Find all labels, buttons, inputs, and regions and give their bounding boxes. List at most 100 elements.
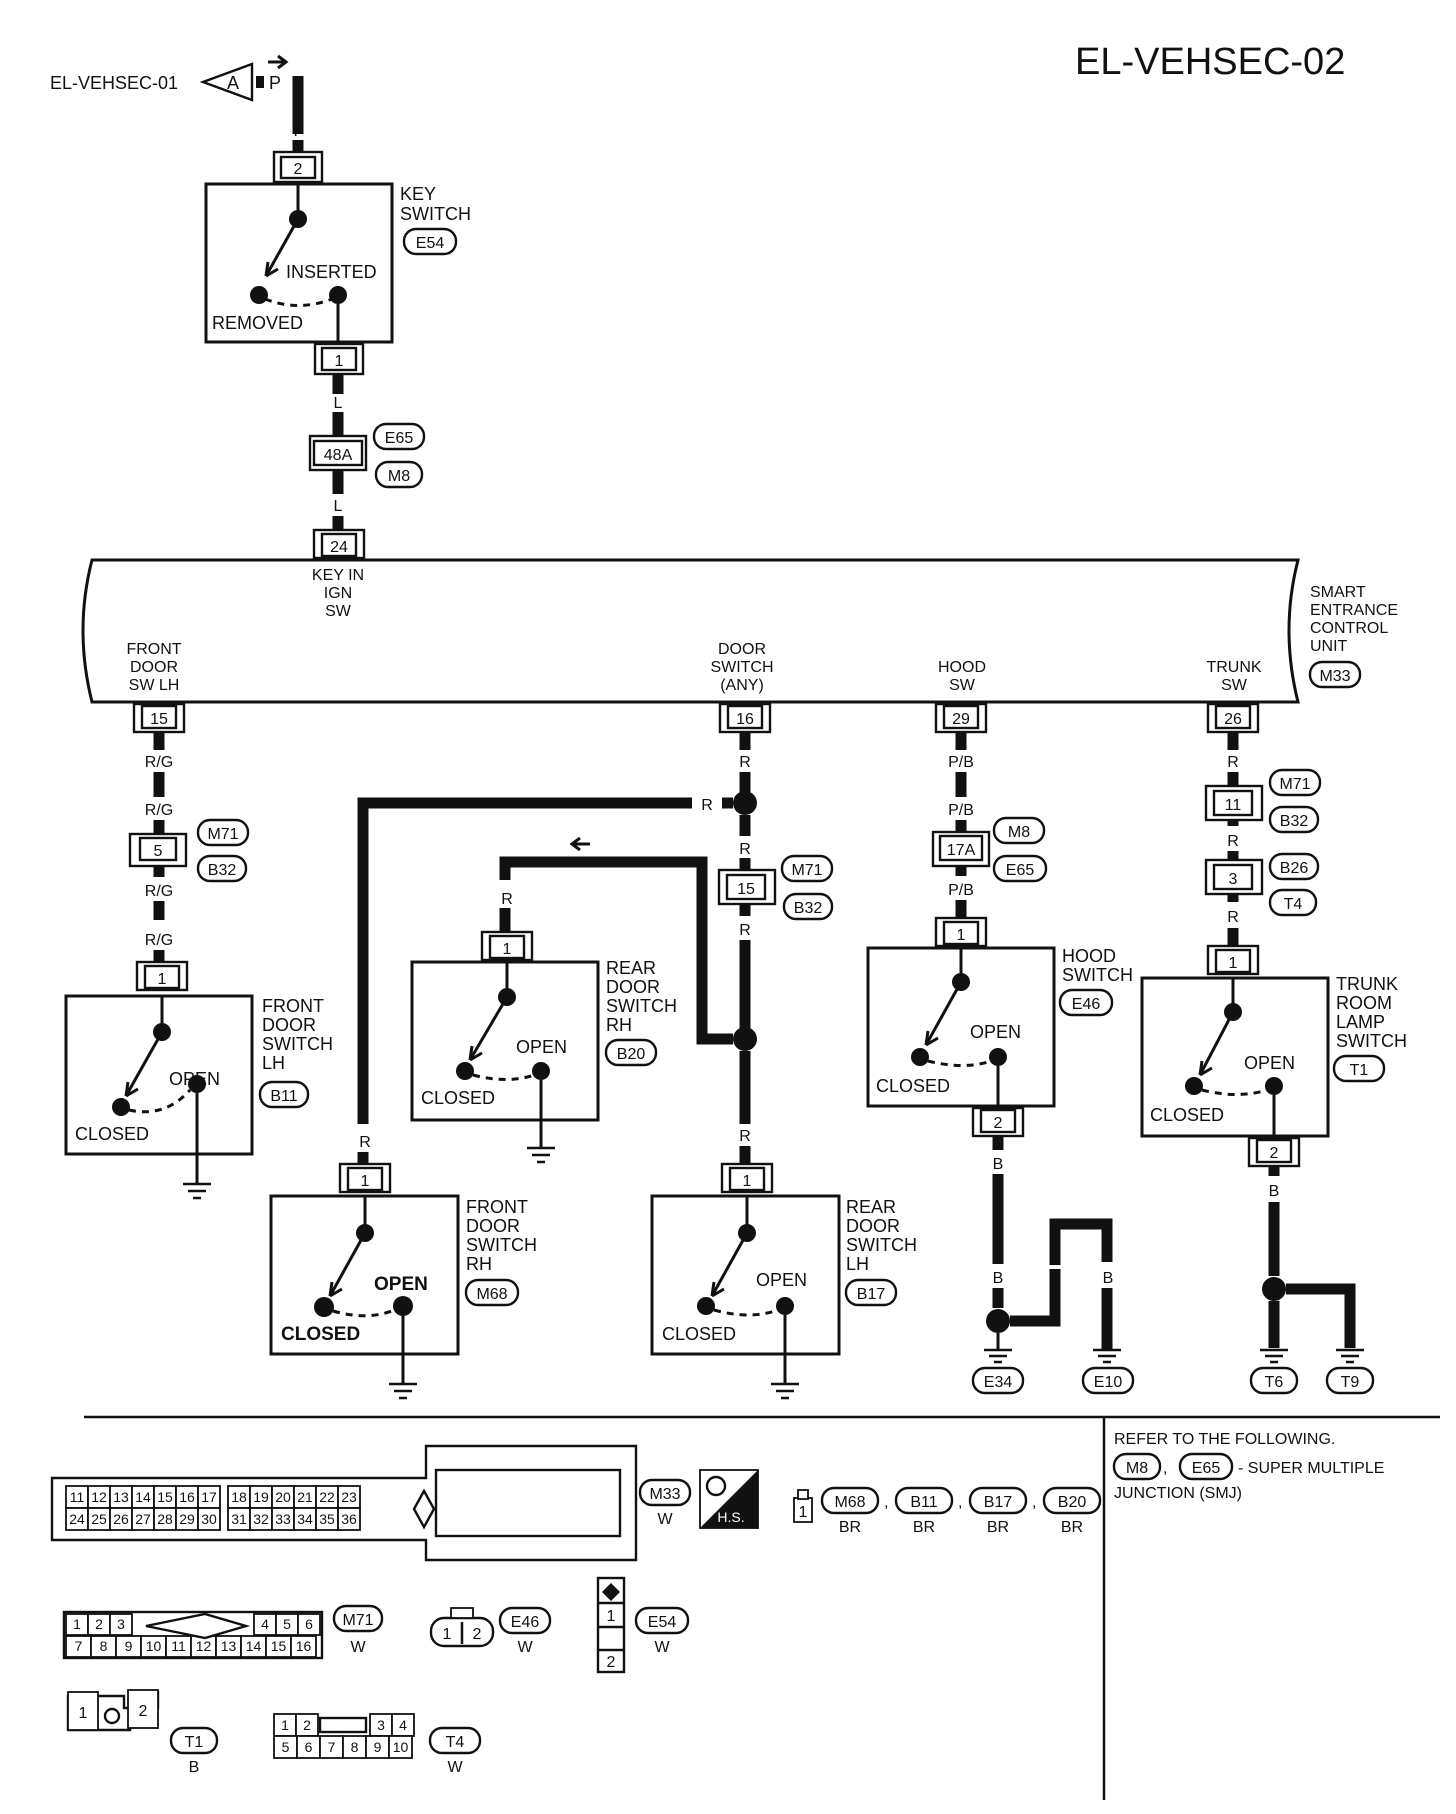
connector-code: B32 xyxy=(1280,813,1309,830)
terminal-label: SWITCH xyxy=(710,659,773,676)
wire-color: B xyxy=(993,1156,1004,1173)
component-name-line: TRUNK xyxy=(1336,974,1398,994)
pin-number: 26 xyxy=(1224,711,1242,728)
ground-icon xyxy=(1336,1348,1364,1364)
hood-switch[interactable]: OPEN CLOSED HOOD SWITCH E46 2 xyxy=(866,946,1133,1138)
open-label: OPEN xyxy=(756,1270,807,1290)
pin-number: 18 xyxy=(231,1489,247,1505)
connector-code-badge[interactable] xyxy=(1178,1452,1234,1481)
connector-code-badge[interactable] xyxy=(1268,852,1320,881)
key-switch-body xyxy=(204,182,394,344)
legend-connector-t1[interactable]: 1 2 T1 B xyxy=(66,1689,219,1776)
connector-code-badge[interactable] xyxy=(780,854,834,883)
connector-code-badge[interactable] xyxy=(1268,768,1322,797)
pin-number: 19 xyxy=(253,1489,269,1505)
legend-connector-e54[interactable]: 1 2 E54 W xyxy=(596,1576,690,1674)
ground-code-badge[interactable] xyxy=(1081,1366,1135,1395)
connector-code-badge[interactable] xyxy=(1268,888,1318,917)
pin-number: 48A xyxy=(324,447,353,464)
connector-code-badge[interactable] xyxy=(1332,1054,1386,1083)
pin-number: 35 xyxy=(319,1511,335,1527)
connector-code-badge[interactable] xyxy=(196,818,250,847)
connector-code-badge[interactable] xyxy=(1058,988,1114,1017)
connector-code: E46 xyxy=(1072,996,1101,1013)
connector-code: T4 xyxy=(1284,896,1303,913)
rear-door-switch-lh[interactable]: 1 OPEN CLOSED REAR DOOR SWITCH LH B17 xyxy=(650,1162,917,1400)
switch-body xyxy=(64,994,254,1156)
ground-code-badge[interactable] xyxy=(971,1366,1025,1395)
connector-key xyxy=(318,1716,368,1734)
connector-color: W xyxy=(350,1639,366,1656)
connector-code-badge[interactable] xyxy=(498,1606,552,1635)
ground-code-badge[interactable] xyxy=(1325,1366,1375,1395)
terminal-label: IGN xyxy=(324,585,352,602)
key-diamond-icon xyxy=(412,1488,436,1530)
pin-number: 15 xyxy=(737,881,755,898)
connector-code-badge[interactable] xyxy=(332,1604,384,1633)
wire-color: B xyxy=(993,1270,1004,1287)
pin-number: 36 xyxy=(341,1511,357,1527)
pin-number: 12 xyxy=(91,1489,107,1505)
incoming-reference[interactable]: EL-VEHSEC-01 A P xyxy=(50,54,289,102)
pin-number: 14 xyxy=(246,1638,262,1654)
wire-color: R xyxy=(359,1134,371,1151)
closed-label: CLOSED xyxy=(281,1324,360,1345)
connector-code-badge[interactable] xyxy=(844,1278,898,1307)
component-name-line: DOOR xyxy=(466,1216,520,1236)
separator: , xyxy=(1032,1494,1036,1511)
connector-code-badge[interactable] xyxy=(402,227,458,256)
connector-code-badge[interactable] xyxy=(374,460,424,489)
pin-number: 1 xyxy=(957,927,966,944)
connector-code-badge[interactable] xyxy=(992,854,1048,883)
ground-code: E10 xyxy=(1094,1374,1123,1391)
pin-number: 2 xyxy=(139,1703,148,1720)
connector-code-badge[interactable] xyxy=(196,854,248,883)
connector-code-badge[interactable] xyxy=(372,422,426,451)
connector-code-badge[interactable] xyxy=(894,1486,954,1515)
page-title: EL-VEHSEC-02 xyxy=(1075,41,1345,83)
connector-code-badge[interactable] xyxy=(820,1486,880,1515)
key-diamond-icon xyxy=(602,1583,620,1601)
connector-code-badge[interactable] xyxy=(992,816,1046,845)
connector-code: B32 xyxy=(208,862,237,879)
ground-code-badge[interactable] xyxy=(1249,1366,1299,1395)
connector-code: E54 xyxy=(648,1614,677,1631)
legend-connector-e46[interactable]: 1 2 E46 W xyxy=(429,1606,552,1656)
ref-page: EL-VEHSEC-01 xyxy=(50,73,178,93)
wire-color: R/G xyxy=(145,932,173,949)
connector-code-badge[interactable] xyxy=(1112,1452,1162,1481)
pin-number: 32 xyxy=(253,1511,269,1527)
connector-code-badge[interactable] xyxy=(258,1080,310,1109)
front-door-switch-rh[interactable]: 1 OPEN CLOSED FRONT DOOR SWITCH RH M68 xyxy=(269,1162,537,1400)
component-name-line: FRONT xyxy=(262,996,324,1016)
ground-hood: B B B B E34 E10 xyxy=(971,1136,1135,1395)
connector-code-badge[interactable] xyxy=(1308,660,1362,689)
pin-number: 6 xyxy=(305,1616,313,1632)
front-door-switch-lh[interactable]: OPEN CLOSED FRONT DOOR SWITCH LH B11 xyxy=(64,994,333,1200)
connector-code-badge[interactable] xyxy=(428,1726,482,1755)
connector-code-badge[interactable] xyxy=(1042,1486,1102,1515)
trunk-room-lamp-switch[interactable]: OPEN CLOSED TRUNK ROOM LAMP SWITCH T1 2 xyxy=(1140,974,1407,1168)
connector-code-badge[interactable] xyxy=(638,1478,692,1507)
connector-code-badge[interactable] xyxy=(968,1486,1028,1515)
ref-letter: A xyxy=(227,73,239,93)
rear-door-switch-rh[interactable]: 1 OPEN CLOSED REAR DOOR SWITCH RH B20 xyxy=(410,930,677,1164)
pin-number: 8 xyxy=(351,1739,359,1755)
pin-number: 1 xyxy=(607,1608,616,1625)
connector-code: E65 xyxy=(1006,862,1035,879)
connector-code-badge[interactable] xyxy=(604,1038,658,1067)
pin-number: 10 xyxy=(393,1739,409,1755)
connector-code-badge[interactable] xyxy=(634,1606,690,1635)
smart-entrance-control-unit[interactable]: KEY IN IGN SW FRONT DOOR SW LH DOOR SWIT… xyxy=(81,558,1398,704)
connector-code-badge[interactable] xyxy=(169,1726,219,1755)
pin-number: 12 xyxy=(196,1638,212,1654)
connector-code-badge[interactable] xyxy=(464,1278,520,1307)
connector-code: M8 xyxy=(1126,1460,1148,1477)
connector-code-badge[interactable] xyxy=(1268,805,1320,834)
connector-code-badge[interactable] xyxy=(782,892,834,921)
connector-code: M8 xyxy=(388,468,410,485)
